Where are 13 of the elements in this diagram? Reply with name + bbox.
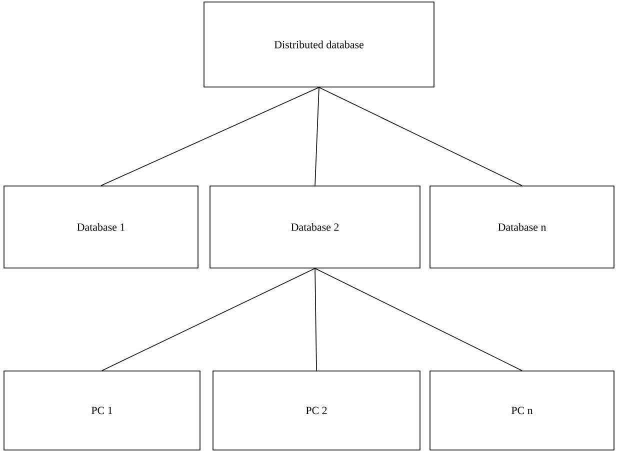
connector-line: [314, 268, 317, 371]
process-box: Database 2: [210, 186, 420, 268]
process-box: Distributed database: [204, 2, 434, 88]
connector-line: [314, 268, 522, 371]
process-box: Database 1: [4, 186, 198, 268]
process-box: PC n: [430, 370, 614, 450]
connector-line: [100, 87, 320, 186]
process-box: PC 2: [212, 370, 420, 450]
connector-line: [314, 87, 320, 186]
process-box: Database n: [430, 186, 614, 268]
connector-line: [318, 87, 522, 186]
process-box: PC 1: [4, 370, 200, 450]
connector-line: [102, 268, 316, 371]
